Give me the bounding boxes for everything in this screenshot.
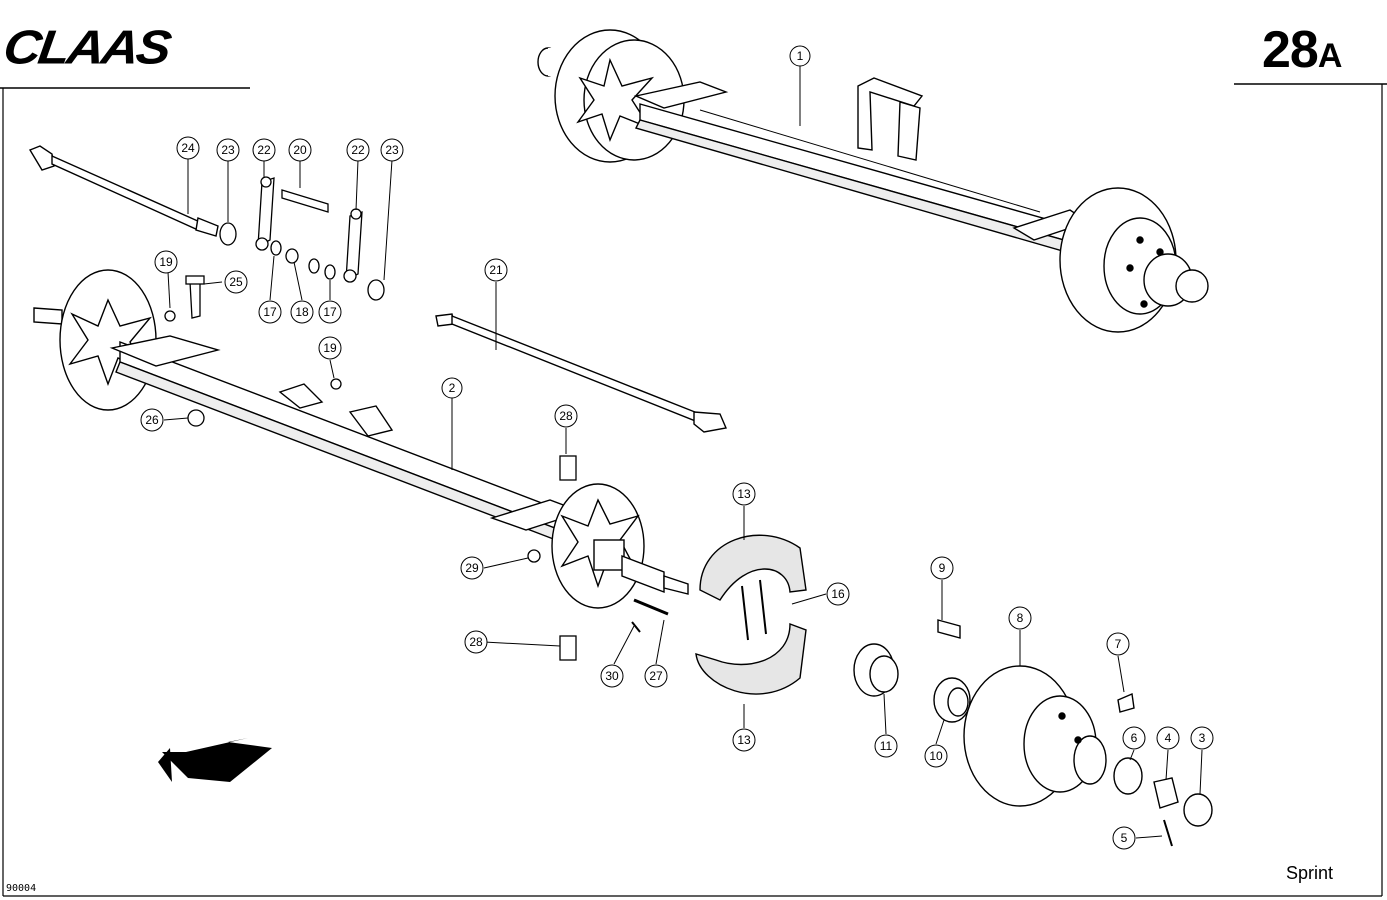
header-rules — [0, 83, 1387, 89]
callout-13-lower: 13 — [732, 728, 756, 752]
callout-16: 16 — [826, 582, 850, 606]
svg-text:11: 11 — [880, 739, 893, 753]
svg-text:1: 1 — [797, 49, 804, 63]
svg-text:6: 6 — [1131, 731, 1138, 745]
document-number: 90004 — [6, 883, 37, 894]
callout-2: 2 — [441, 377, 463, 399]
svg-text:27: 27 — [649, 669, 663, 683]
svg-text:10: 10 — [929, 749, 943, 763]
svg-text:26: 26 — [145, 413, 159, 427]
callout-28-lower: 28 — [464, 630, 488, 654]
callout-11: 11 — [874, 734, 898, 758]
callout-9: 9 — [930, 556, 954, 580]
svg-text:23: 23 — [385, 143, 399, 157]
svg-text:22: 22 — [351, 143, 365, 157]
svg-text:7: 7 — [1115, 637, 1122, 651]
svg-text:29: 29 — [465, 561, 479, 575]
callout-19-lower: 19 — [318, 336, 342, 360]
callout-30: 30 — [600, 664, 624, 688]
leader-lines — [163, 66, 1203, 839]
page-number-digits: 28 — [1262, 21, 1319, 79]
callout-8: 8 — [1008, 606, 1032, 630]
callout-20: 20 — [288, 138, 312, 162]
callout-5: 5 — [1112, 826, 1136, 850]
hub-parts — [853, 619, 1213, 847]
callout-4: 4 — [1156, 726, 1180, 750]
svg-text:19: 19 — [159, 255, 173, 269]
svg-text:24: 24 — [181, 141, 195, 155]
svg-text:4: 4 — [1165, 731, 1172, 745]
callouts: 1 2 3 4 5 6 7 8 9 10 11 13 13 16 17 17 1… — [140, 45, 1214, 850]
svg-text:17: 17 — [263, 305, 277, 319]
exploded-axle-beam — [33, 269, 689, 609]
callout-29: 29 — [460, 556, 484, 580]
rods — [28, 145, 727, 433]
svg-text:3: 3 — [1199, 731, 1206, 745]
svg-text:30: 30 — [605, 669, 619, 683]
svg-text:13: 13 — [737, 487, 751, 501]
callout-13-upper: 13 — [732, 482, 756, 506]
callout-21: 21 — [484, 258, 508, 282]
callout-23-right: 23 — [380, 138, 404, 162]
assembled-axle — [537, 29, 1209, 333]
svg-text:28: 28 — [469, 635, 483, 649]
callout-28-upper: 28 — [554, 404, 578, 428]
callout-26: 26 — [140, 408, 164, 432]
svg-text:2: 2 — [449, 381, 456, 395]
callout-19-upper: 19 — [154, 250, 178, 274]
callout-6: 6 — [1122, 726, 1146, 750]
svg-text:23: 23 — [221, 143, 235, 157]
svg-text:19: 19 — [323, 341, 337, 355]
svg-text:20: 20 — [293, 143, 307, 157]
callout-25: 25 — [224, 270, 248, 294]
callout-17-left: 17 — [258, 300, 282, 324]
svg-text:25: 25 — [229, 275, 243, 289]
callout-1: 1 — [789, 45, 811, 67]
callout-17-right: 17 — [318, 300, 342, 324]
svg-text:22: 22 — [257, 143, 271, 157]
page-frame — [2, 84, 1383, 897]
svg-text:9: 9 — [939, 561, 946, 575]
svg-text:28: 28 — [559, 409, 573, 423]
model-name: Sprint — [1286, 863, 1334, 883]
callout-10: 10 — [924, 744, 948, 768]
direction-arrow-icon — [158, 738, 272, 782]
callout-22-left: 22 — [252, 138, 276, 162]
brake-shoes — [695, 534, 807, 695]
svg-text:8: 8 — [1017, 611, 1024, 625]
callout-7: 7 — [1106, 632, 1130, 656]
svg-text:13: 13 — [737, 733, 751, 747]
callout-24: 24 — [176, 136, 200, 160]
callout-18: 18 — [290, 300, 314, 324]
callout-23-left: 23 — [216, 138, 240, 162]
svg-text:21: 21 — [489, 263, 503, 277]
svg-text:18: 18 — [295, 305, 309, 319]
svg-text:5: 5 — [1121, 831, 1128, 845]
callout-3: 3 — [1190, 726, 1214, 750]
svg-text:17: 17 — [323, 305, 337, 319]
linkage-parts — [164, 176, 385, 427]
callout-27: 27 — [644, 664, 668, 688]
page-number: 28A — [1262, 20, 1343, 80]
callout-22-right: 22 — [346, 138, 370, 162]
clips — [527, 455, 669, 661]
svg-text:16: 16 — [831, 587, 845, 601]
page-number-suffix: A — [1317, 37, 1343, 75]
